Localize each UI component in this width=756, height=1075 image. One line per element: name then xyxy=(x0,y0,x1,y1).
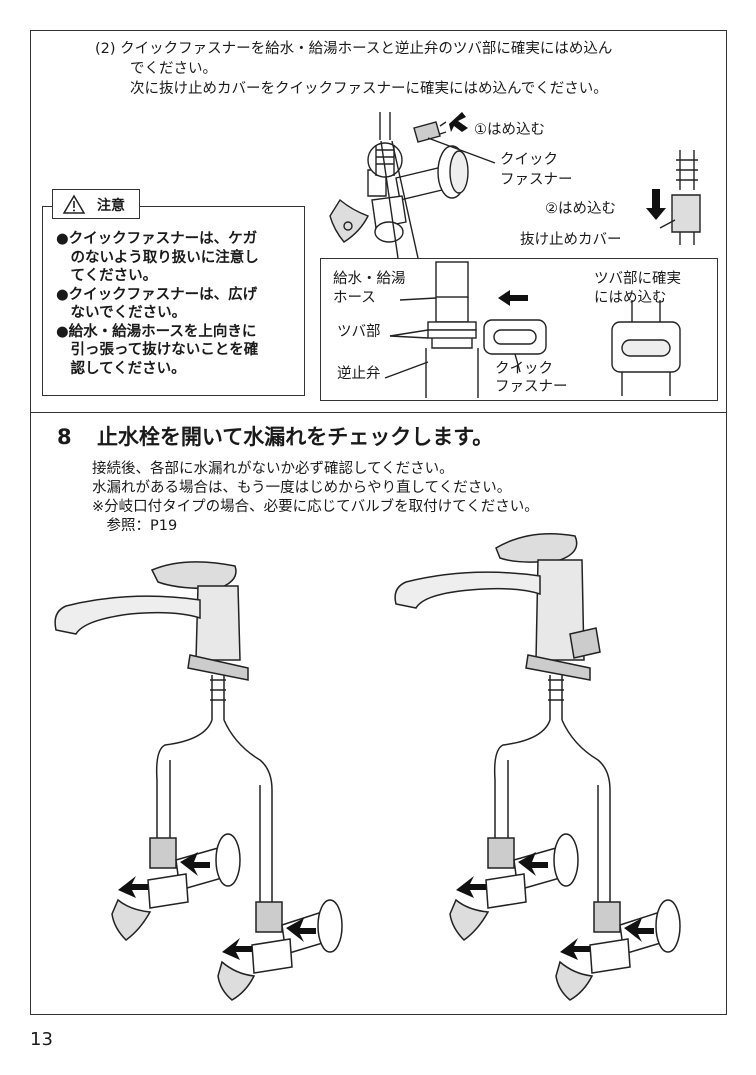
inset-valve-label: 逆止弁 xyxy=(337,366,381,382)
label-quick-1: クイック xyxy=(500,152,558,168)
inset-fastener-1: クイック xyxy=(495,361,553,377)
inset-fastener-2: ファスナー xyxy=(495,379,568,395)
step8-line: 水漏れがある場合は、もう一度はじめからやり直してください。 xyxy=(92,480,512,496)
label-insert-1: ①はめ込む xyxy=(474,122,545,138)
caution-line: のないよう取り扱いに注意し xyxy=(56,249,259,266)
inset-hose-label-2: ホース xyxy=(333,290,376,306)
inset-flange-label: ツバ部 xyxy=(337,324,381,340)
label-insert-2: ②はめ込む xyxy=(545,201,616,217)
step8-number: 8 xyxy=(57,425,72,449)
caution-line: 認してください。 xyxy=(56,360,186,377)
step8-line: 参照：P19 xyxy=(92,518,178,534)
caution-title: 注意 xyxy=(97,198,125,214)
step8-heading: 8 止水栓を開いて水漏れをチェックします。 xyxy=(57,423,493,451)
caution-line: ●クイックファスナーは、ケガ xyxy=(56,231,258,247)
instruction-line-2: でください。 xyxy=(130,61,217,77)
caution-line: 引っ張って抜けないことを確 xyxy=(56,342,259,358)
caution-tab: 注意 xyxy=(52,189,140,219)
label-cover: 抜け止めカバー xyxy=(520,232,622,248)
instruction-line-1: (2) クイックファスナーを給水・給湯ホースと逆止弁のツバ部に確実にはめ込ん xyxy=(95,41,613,57)
warning-triangle-icon xyxy=(62,194,86,214)
step8-body: 接続後、各部に水漏れがないか必ず確認してください。 水漏れがある場合は、もう一度… xyxy=(92,460,539,536)
step8-line: ※分岐口付タイプの場合、必要に応じてバルブを取付けてください。 xyxy=(92,499,539,515)
step8-line: 接続後、各部に水漏れがないか必ず確認してください。 xyxy=(92,461,454,477)
detail-inset xyxy=(320,258,718,401)
label-quick-2: ファスナー xyxy=(500,172,573,188)
section-divider xyxy=(30,412,727,413)
inset-right-label-2: にはめ込む xyxy=(594,290,667,306)
caution-line: てください。 xyxy=(56,268,158,284)
caution-text: ●クイックファスナーは、ケガ のないよう取り扱いに注意し てください。 ●クイッ… xyxy=(56,230,259,378)
page-number: 13 xyxy=(30,1029,53,1050)
caution-box xyxy=(42,206,305,396)
inset-right-label-1: ツバ部に確実 xyxy=(594,271,681,287)
caution-line: ないでください。 xyxy=(56,305,187,321)
caution-line: ●給水・給湯ホースを上向きに xyxy=(56,323,257,340)
inset-hose-label-1: 給水・給湯 xyxy=(333,271,406,287)
step8-title: 止水栓を開いて水漏れをチェックします。 xyxy=(96,425,494,449)
instruction-line-3: 次に抜け止めカバーをクイックファスナーに確実にはめ込んでください。 xyxy=(130,81,608,97)
page-frame xyxy=(30,30,727,1015)
caution-line: ●クイックファスナーは、広げ xyxy=(56,286,258,303)
